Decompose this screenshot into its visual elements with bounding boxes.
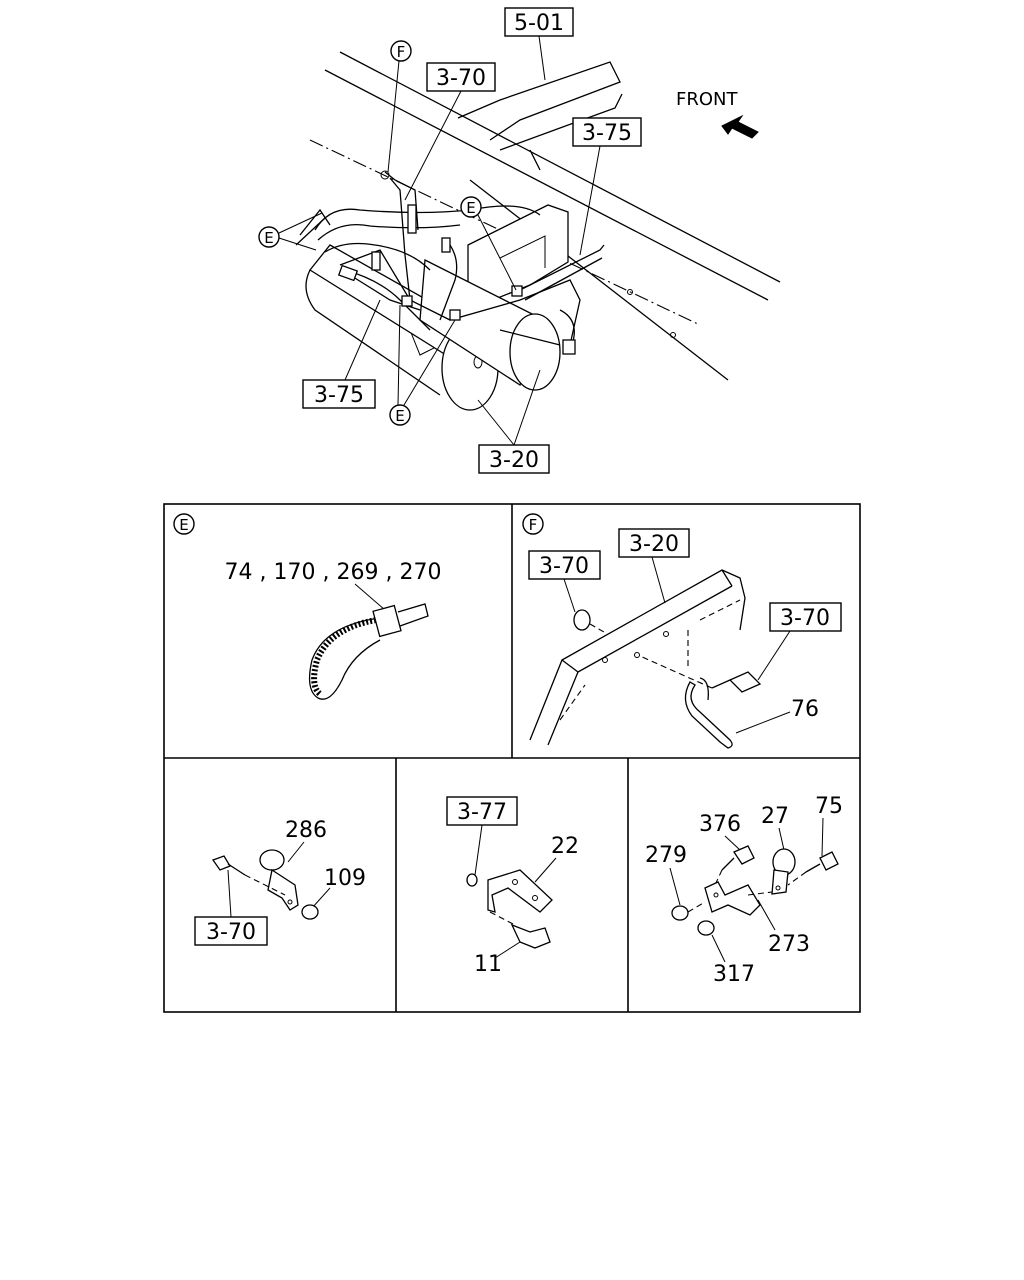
ref-box-5-01: 5-01 <box>504 7 574 37</box>
ref-box-3-70-top: 3-70 <box>426 62 496 92</box>
ref-box-3-20-f: 3-20 <box>618 528 690 558</box>
part-number-22: 22 <box>551 834 579 859</box>
ref-label-3-77: 3-77 <box>457 800 507 825</box>
ref-label-3-70-top: 3-70 <box>436 66 486 91</box>
ref-label-3-75-top: 3-75 <box>582 121 632 146</box>
callout-e-bottom-label: E <box>395 407 404 425</box>
ref-label-5-01: 5-01 <box>514 11 564 36</box>
ref-box-3-75-left: 3-75 <box>302 379 376 409</box>
front-direction-indicator: FRONT <box>676 89 759 139</box>
main-assembly-illustration <box>295 51 781 411</box>
front-arrow-icon <box>721 114 759 139</box>
part-number-109: 109 <box>324 866 366 891</box>
panel-e-callout: E <box>173 513 195 535</box>
callout-e-left: E <box>258 226 280 248</box>
part-number-76: 76 <box>791 697 819 722</box>
detail-panels-frame <box>163 503 861 1013</box>
cable-tie-part-numbers: 74 , 170 , 269 , 270 <box>225 560 442 585</box>
ref-box-3-70-bottom-left: 3-70 <box>194 916 268 946</box>
ref-label-3-70-bottom-left: 3-70 <box>206 920 256 945</box>
cable-tie-icon <box>308 603 429 700</box>
panel-f-callout-label: F <box>529 516 538 534</box>
front-label: FRONT <box>676 89 738 110</box>
panel-f-callout: F <box>522 513 544 535</box>
detail-panel-bracket-22: 3-77 22 11 <box>446 796 579 977</box>
callout-f-top: F <box>390 40 412 62</box>
ref-label-3-70-f-left: 3-70 <box>539 554 589 579</box>
callout-e-mid-label: E <box>466 199 475 217</box>
detail-panel-f: F 3-70 3-20 3-70 <box>522 513 842 749</box>
ref-box-3-75-top: 3-75 <box>572 117 642 147</box>
part-number-279: 279 <box>645 843 687 868</box>
ref-box-3-20-main: 3-20 <box>478 444 550 474</box>
detail-panel-e: E 74 , 170 , 269 , 270 <box>173 513 442 700</box>
part-number-286: 286 <box>285 818 327 843</box>
callout-e-mid: E <box>460 196 482 218</box>
part-number-317: 317 <box>713 962 755 987</box>
part-number-27: 27 <box>761 804 789 829</box>
ref-box-3-70-f-right: 3-70 <box>769 602 842 632</box>
ref-label-3-20-main: 3-20 <box>489 448 539 473</box>
detail-panel-clamp-286: 286 109 3-70 <box>194 818 366 946</box>
ref-box-3-70-f-left: 3-70 <box>528 550 601 580</box>
ref-label-3-75-left: 3-75 <box>314 383 364 408</box>
ref-box-3-77: 3-77 <box>446 796 518 826</box>
panel-e-callout-label: E <box>179 516 188 534</box>
part-number-273: 273 <box>768 932 810 957</box>
part-number-376: 376 <box>699 812 741 837</box>
callout-e-bottom: E <box>389 404 411 426</box>
callout-e-left-label: E <box>264 229 273 247</box>
callout-f-top-label: F <box>397 43 406 61</box>
ref-label-3-20-f: 3-20 <box>629 532 679 557</box>
part-number-75: 75 <box>815 794 843 819</box>
ref-label-3-70-f-right: 3-70 <box>780 606 830 631</box>
detail-panel-clamp-27: 376 27 75 279 273 317 <box>645 794 843 987</box>
